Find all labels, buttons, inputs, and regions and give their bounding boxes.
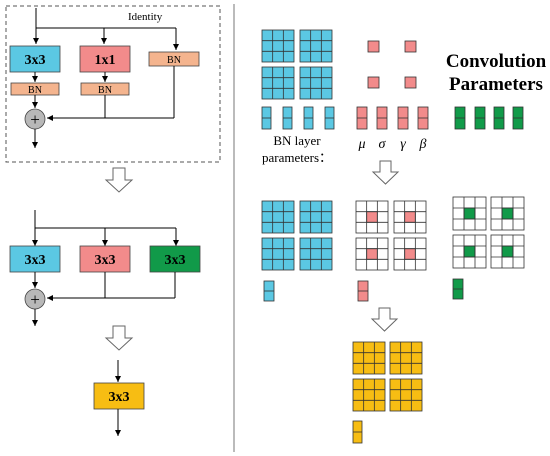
- red-padded-kernel-0-centre: [366, 211, 378, 223]
- transform-arrow-2: [104, 325, 134, 351]
- bn-caption-line2: parameters：: [262, 150, 332, 165]
- symbol-mu: μ: [357, 137, 365, 152]
- fused-kernel-3: [389, 378, 423, 412]
- three-branch-block: 3x3 3x3 3x3 +: [9, 210, 201, 326]
- fused-block: 3x3: [93, 360, 145, 436]
- branch-3x3-red-label: 3x3: [95, 253, 116, 268]
- red-1x1-kernel-1: [404, 40, 417, 53]
- red-1x1-kernel-3: [404, 76, 417, 89]
- blue-kernel-mid-2: [261, 237, 295, 271]
- branch-3x3-green-label: 3x3: [165, 253, 186, 268]
- parameters-panel: Convolution Parameters BN layer paramete…: [261, 29, 547, 444]
- blue-kernel-2: [261, 66, 295, 100]
- red-padded-kernel-1-centre: [404, 211, 416, 223]
- add-symbol-middle: +: [30, 290, 40, 309]
- fused-kernel-2: [352, 378, 386, 412]
- training-block-frame: [5, 5, 221, 163]
- branch-3x3-blue: [9, 245, 61, 273]
- blue-kernel-mid-1: [299, 200, 333, 234]
- bn-caption-line1: BN layer: [273, 133, 321, 148]
- symbol-sigma: σ: [379, 137, 387, 152]
- transform-arrow-4: [370, 307, 399, 332]
- conv1x1-box: [79, 45, 131, 73]
- conv3x3-label: 3x3: [25, 53, 46, 68]
- symbol-gamma: γ: [400, 137, 406, 152]
- training-block: Identity 3x3 1x1 BN BN BN +: [5, 5, 221, 163]
- fused-kernel-0: [352, 341, 386, 375]
- green-identity-kernel-2-centre: [463, 245, 476, 258]
- add-symbol-top: +: [30, 110, 40, 129]
- green-identity-kernel-0-centre: [463, 207, 476, 220]
- title-line1: Convolution: [446, 51, 547, 72]
- fused-3x3-box: [93, 382, 145, 410]
- blue-kernel-mid-3: [299, 237, 333, 271]
- identity-label: Identity: [128, 11, 163, 23]
- conv1x1-bn-label: BN: [98, 85, 112, 96]
- identity-bn-label: BN: [167, 55, 181, 66]
- red-padded-kernel-3-centre: [404, 248, 416, 260]
- transform-arrow-1: [104, 167, 134, 193]
- red-1x1-kernel-2: [367, 76, 380, 89]
- branch-3x3-green: [149, 245, 201, 273]
- fused-kernel-1: [389, 341, 423, 375]
- symbol-beta: β: [419, 137, 427, 152]
- red-1x1-kernel-0: [367, 40, 380, 53]
- blue-kernel-0: [261, 29, 295, 63]
- green-identity-kernel-3-centre: [501, 245, 514, 258]
- conv3x3-bn-label: BN: [28, 85, 42, 96]
- fused-3x3-label: 3x3: [109, 390, 130, 405]
- blue-kernel-mid-0: [261, 200, 295, 234]
- green-identity-kernel-1-centre: [501, 207, 514, 220]
- conv1x1-label: 1x1: [95, 53, 116, 68]
- branch-3x3-blue-label: 3x3: [25, 253, 46, 268]
- title-line2: Parameters: [449, 74, 543, 95]
- red-padded-kernel-2-centre: [366, 248, 378, 260]
- transform-arrow-3: [371, 160, 400, 185]
- blue-kernel-1: [299, 29, 333, 63]
- branch-3x3-red: [79, 245, 131, 273]
- blue-kernel-3: [299, 66, 333, 100]
